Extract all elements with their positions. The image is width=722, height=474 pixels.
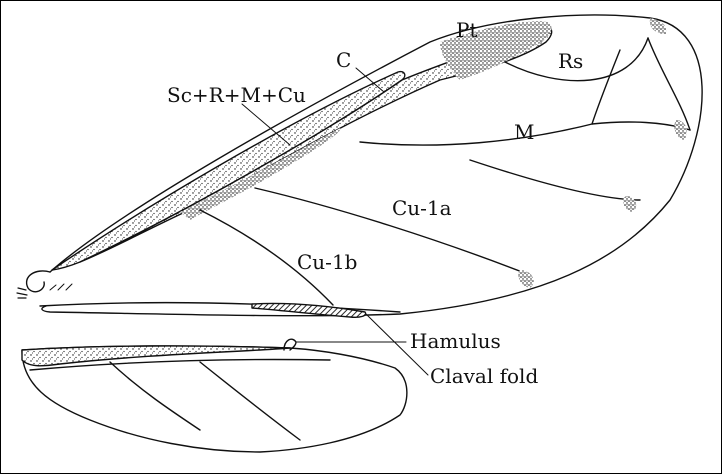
pterostigma — [440, 21, 552, 80]
label-cu1b: Cu-1b — [297, 250, 358, 274]
m-crossvein — [591, 49, 621, 125]
hindwing-vein-2 — [199, 361, 301, 441]
rs-vein — [504, 37, 649, 82]
leader-c — [355, 67, 385, 93]
apex-stipple-3 — [623, 196, 637, 212]
label-sc-r-m-cu: Sc+R+M+Cu — [167, 83, 306, 107]
cu1a-vein — [254, 187, 531, 276]
hindwing-vein-3 — [29, 358, 331, 371]
forewing-outline — [41, 14, 703, 317]
label-m: M — [514, 120, 535, 144]
label-rs: Rs — [558, 49, 584, 73]
label-hamulus: Hamulus — [410, 329, 501, 353]
wing-base-mark — [16, 287, 28, 299]
apex-stipple-4 — [518, 270, 534, 288]
apex-stipple-2 — [674, 120, 687, 140]
wing-base-ticks — [49, 283, 73, 291]
m-vein — [359, 121, 691, 146]
label-cu1a: Cu-1a — [392, 196, 452, 220]
stipple-strip — [180, 128, 341, 220]
leader-sc — [241, 103, 291, 146]
apical-vein — [647, 37, 691, 131]
wing-base-hook — [25, 270, 51, 293]
claval-fold-hatch — [251, 302, 367, 318]
cu1b-vein — [199, 209, 334, 306]
hindwing-costal-band — [21, 345, 291, 367]
leader-claval — [365, 313, 429, 376]
apex-stipple-1 — [649, 18, 667, 34]
label-c: C — [336, 48, 352, 72]
cu1a-branch — [469, 159, 641, 201]
label-claval-fold: Claval fold — [430, 364, 539, 388]
label-pt: Pt — [456, 18, 478, 42]
hindwing-vein-1 — [109, 361, 201, 431]
